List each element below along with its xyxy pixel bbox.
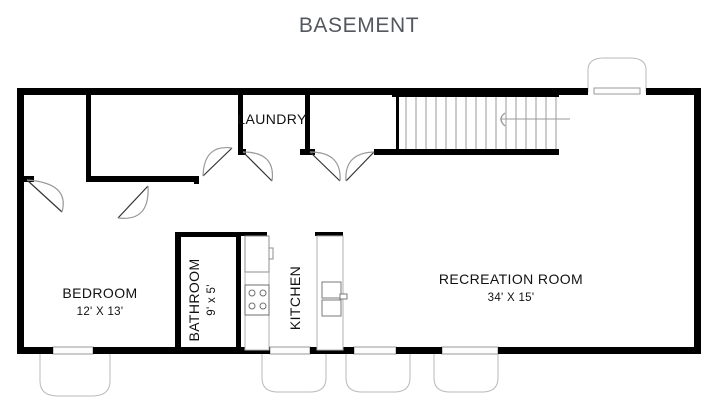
stove-burner-2 xyxy=(259,289,267,297)
window-top-arch xyxy=(587,57,647,92)
wall-closet-divider xyxy=(86,92,91,179)
wall-laundry-left xyxy=(238,92,243,154)
stove-burner-3 xyxy=(248,302,256,310)
stair-treads xyxy=(405,97,557,149)
room-label-kitchen: KITCHEN xyxy=(287,266,303,330)
kitchen-cabinet-upper xyxy=(244,235,270,273)
refrigerator-handle xyxy=(339,293,348,300)
bay-window-recreation-1 xyxy=(345,351,411,393)
wall-exterior-left xyxy=(17,88,24,354)
staircase xyxy=(392,92,570,155)
wall-laundry-bottom-right xyxy=(300,149,315,155)
page-title: BASEMENT xyxy=(298,14,420,37)
wall-kitchen-top-right xyxy=(315,232,343,236)
room-label-recreation: RECREATION ROOM xyxy=(439,271,583,287)
wall-exterior-top-left xyxy=(17,88,588,95)
wall-exterior-bottom-5 xyxy=(498,347,701,354)
stair-wall-top xyxy=(392,92,559,97)
wall-closet-bottom-right xyxy=(86,176,199,182)
room-label-laundry: LAUNDRY xyxy=(237,111,307,127)
room-label-bedroom: BEDROOM xyxy=(62,285,137,301)
kitchen-fixtures xyxy=(244,235,348,351)
door-laundry-left xyxy=(242,151,274,182)
bay-window-kitchen-sash xyxy=(269,346,311,355)
bay-window-kitchen xyxy=(261,351,327,393)
refrigerator-lower-door xyxy=(321,299,342,317)
wall-closet-bottom-left xyxy=(17,176,34,182)
door-utility-middle xyxy=(309,151,341,182)
stair-stringer-left xyxy=(396,96,399,150)
refrigerator-upper-door xyxy=(321,281,342,299)
wall-hall-to-stairs xyxy=(374,149,392,155)
kitchen-cabinet-handle xyxy=(268,247,274,260)
door-left-exterior xyxy=(26,179,64,213)
interior-walls xyxy=(17,92,392,354)
door-bathroom xyxy=(202,146,233,177)
wall-exterior-top-right xyxy=(646,88,701,95)
bay-window-bedroom xyxy=(39,351,111,397)
stove-burner-1 xyxy=(248,289,256,297)
stove-4-burner xyxy=(244,284,270,316)
wall-exterior-bottom-4 xyxy=(396,347,442,354)
wall-laundry-bottom-left xyxy=(238,149,246,155)
wall-kitchen-top-left xyxy=(241,232,267,236)
window-top-sash xyxy=(593,87,641,95)
wall-exterior-right xyxy=(694,88,701,354)
door-hall-bedroom xyxy=(117,185,149,219)
stair-wall-bottom xyxy=(392,149,559,155)
stove-burner-4 xyxy=(259,302,267,310)
room-dims-bedroom: 12' X 13' xyxy=(77,306,124,318)
room-dims-recreation: 34' X 15' xyxy=(488,292,535,304)
wall-exterior-bottom-2 xyxy=(93,347,270,354)
room-label-bathroom: BATHROOM xyxy=(186,258,202,341)
door-utility-right xyxy=(345,151,375,182)
wall-bathroom-left xyxy=(175,232,181,354)
bay-window-recreation-2-sash xyxy=(441,346,499,355)
wall-laundry-right xyxy=(305,92,310,150)
room-labels: BEDROOM 12' X 13' BATHROOM 9' x 5' KITCH… xyxy=(62,111,583,342)
bay-window-recreation-1-sash xyxy=(353,346,397,355)
wall-exterior-bottom-1 xyxy=(17,347,53,354)
room-dims-bathroom: 9' x 5' xyxy=(206,284,218,315)
wall-bathroom-top xyxy=(175,232,241,237)
bay-windows-group xyxy=(39,57,647,397)
wall-hall-stub xyxy=(194,176,199,184)
bay-window-recreation-2 xyxy=(433,351,499,393)
wall-bathroom-right xyxy=(236,232,241,354)
stair-direction-arrowhead xyxy=(500,112,506,127)
doors-group xyxy=(26,146,375,219)
bay-window-bedroom-sash xyxy=(52,346,94,355)
